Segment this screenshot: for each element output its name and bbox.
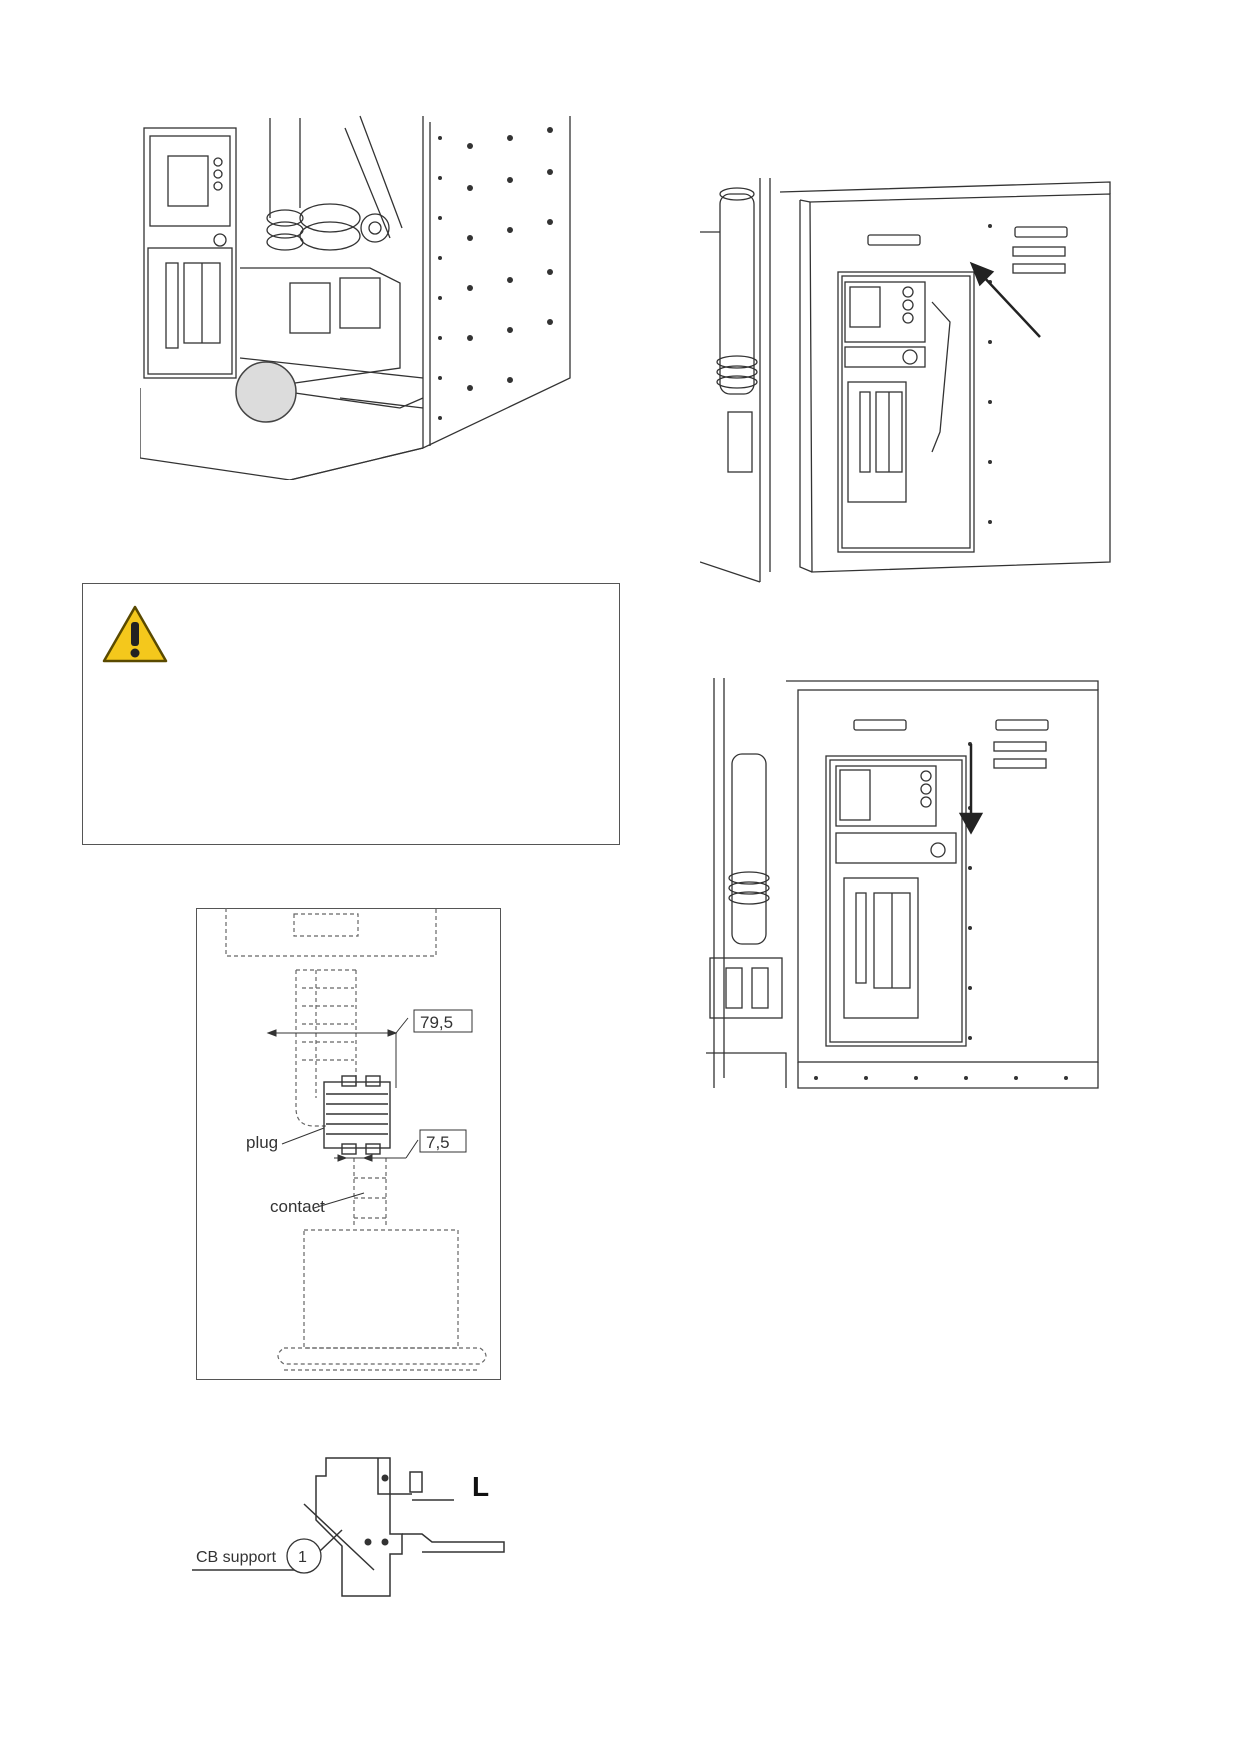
letter-L: L bbox=[472, 1471, 489, 1502]
label-contact: contact bbox=[270, 1197, 325, 1216]
drawing-cb-support: 1 CB support L bbox=[192, 1450, 512, 1610]
figure-right-bottom bbox=[706, 678, 1106, 1098]
dimension-79-5: 79,5 bbox=[420, 1013, 453, 1032]
arrow-up-left bbox=[969, 261, 1041, 338]
arrow-down bbox=[958, 744, 984, 835]
drawing-plug-contact: 79,5 7,5 plug contact bbox=[196, 908, 501, 1380]
hand-circle-marker bbox=[235, 361, 297, 423]
figure-right-top bbox=[700, 172, 1120, 592]
label-cb-support: CB support bbox=[196, 1549, 277, 1566]
dimension-7-5: 7,5 bbox=[426, 1133, 450, 1152]
warning-box bbox=[82, 583, 620, 845]
warning-triangle-icon bbox=[102, 605, 168, 663]
label-plug: plug bbox=[246, 1133, 278, 1152]
callout-number: 1 bbox=[298, 1549, 307, 1566]
figure-top-left bbox=[140, 108, 580, 480]
callout-circle bbox=[286, 1538, 322, 1574]
